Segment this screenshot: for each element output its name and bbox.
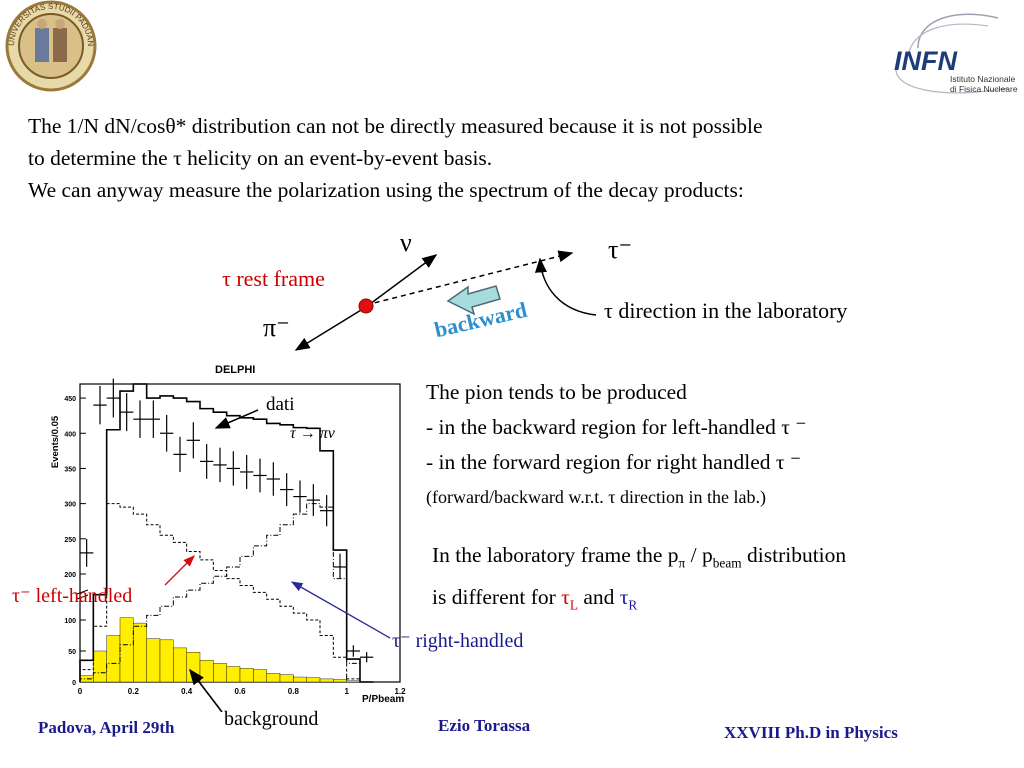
footer-right: XXVIII Ph.D in Physics	[724, 723, 898, 742]
rest-frame-label: τ rest frame	[222, 266, 325, 291]
background-bar	[306, 677, 321, 683]
y-tick-label: 300	[64, 502, 76, 509]
decay-label: τ → πν	[290, 425, 336, 442]
infn-logo: INFN Istituto Nazionale di Fisica Nuclea…	[888, 8, 1020, 98]
decay-vertex	[358, 298, 374, 314]
pion-line-4: (forward/backward w.r.t. τ direction in …	[426, 487, 766, 507]
y-tick-label: 200	[64, 572, 76, 579]
y-tick-label: 50	[68, 649, 76, 656]
decay-diagram	[294, 250, 597, 351]
dati-label: dati	[266, 394, 295, 415]
neutrino-arrow	[365, 254, 438, 308]
background-bar	[199, 660, 214, 683]
pion-description: The pion tends to be produced - in the b…	[426, 375, 807, 515]
y-tick-label: 400	[64, 431, 76, 438]
plot-xlabel: P/Pbeam	[362, 694, 404, 705]
svg-text:INFN: INFN	[894, 46, 957, 76]
y-tick-label: 350	[64, 466, 76, 473]
background-bar	[239, 668, 254, 683]
total-histogram	[79, 383, 374, 683]
background-bar	[173, 647, 187, 683]
x-tick-label: 1	[344, 687, 349, 696]
lab-direction-label: τ direction in the laboratory	[604, 298, 848, 323]
axis-break-mark	[76, 594, 89, 600]
lab-line-1: In the laboratory frame the pπ / pbeam d…	[432, 543, 847, 571]
pion-arrow	[294, 306, 367, 351]
delphi-title: DELPHI	[215, 364, 255, 376]
background-bar	[279, 674, 294, 683]
background-bar	[146, 638, 161, 683]
background-bar	[333, 679, 347, 683]
pion-line-1: The pion tends to be produced	[426, 380, 687, 404]
background-bar	[93, 650, 107, 683]
footer-left: Padova, April 29th	[38, 718, 175, 737]
y-tick-label: 0	[72, 680, 76, 687]
x-tick-label: 0.4	[181, 687, 193, 696]
dati-arrow	[214, 409, 259, 429]
lab-frame-description: In the laboratory frame the pπ / pbeam d…	[432, 538, 846, 623]
background-bar	[119, 617, 134, 683]
background-bar	[266, 673, 281, 683]
background-bar	[133, 622, 147, 683]
intro-line-3: We can anyway measure the polarization u…	[28, 178, 744, 202]
tau-minus-label: τ⁻	[608, 235, 633, 264]
lab-direction-curve	[534, 257, 597, 316]
y-tick-label: 100	[64, 618, 76, 625]
neutrino-label: ν	[400, 228, 412, 257]
axis-break-mark	[76, 589, 89, 595]
right-handled-arrow	[290, 581, 391, 639]
lab-line-2: is different for τL and τR	[432, 585, 638, 613]
background-bar	[319, 678, 334, 683]
svg-text:di Fisica Nucleare: di Fisica Nucleare	[950, 84, 1018, 94]
right-handled-histogram	[79, 503, 374, 683]
x-tick-label: 0	[78, 687, 83, 696]
background-bar	[253, 669, 267, 683]
left-handled-label: τ⁻ left-handled	[12, 585, 133, 607]
x-tick-label: 0.2	[128, 687, 140, 696]
delphi-plot: DELPHI Events/0.05 P/Pbeam 200 250 300 350 4…	[50, 364, 406, 712]
background-bar	[293, 676, 307, 683]
background-arrow	[189, 668, 223, 712]
x-tick-label: 1.2	[394, 687, 406, 696]
background-label: background	[224, 708, 319, 730]
background-bar	[346, 680, 361, 683]
left-handled-arrow	[164, 555, 195, 586]
background-bar	[226, 666, 241, 683]
x-tick-label: 0.6	[234, 687, 246, 696]
intro-line-2: to determine the τ helicity on an event-…	[28, 146, 493, 170]
footer-center: Ezio Torassa	[438, 716, 531, 735]
pion-line-2: - in the backward region for left-handle…	[426, 415, 807, 439]
x-tick-label: 0.8	[288, 687, 300, 696]
background-bar	[159, 639, 174, 683]
y-tick-label: 450	[64, 396, 76, 403]
pion-minus-label: π⁻	[263, 313, 290, 342]
pion-line-3: - in the forward region for right handle…	[426, 450, 802, 474]
background-bar	[106, 635, 121, 683]
right-handled-label: τ⁻ right-handled	[392, 630, 524, 652]
intro-paragraph: The 1/N dN/cosθ* distribution can not be…	[28, 110, 1008, 206]
plot-ylabel: Events/0.05	[50, 415, 61, 468]
backward-arrow	[446, 285, 501, 316]
intro-line-1: The 1/N dN/cosθ* distribution can not be…	[28, 114, 763, 138]
background-bar	[213, 663, 227, 683]
background-bar	[186, 652, 201, 683]
svg-text:Istituto Nazionale: Istituto Nazionale	[950, 74, 1015, 84]
y-tick-label: 250	[64, 537, 76, 544]
left-handled-histogram	[79, 503, 374, 683]
